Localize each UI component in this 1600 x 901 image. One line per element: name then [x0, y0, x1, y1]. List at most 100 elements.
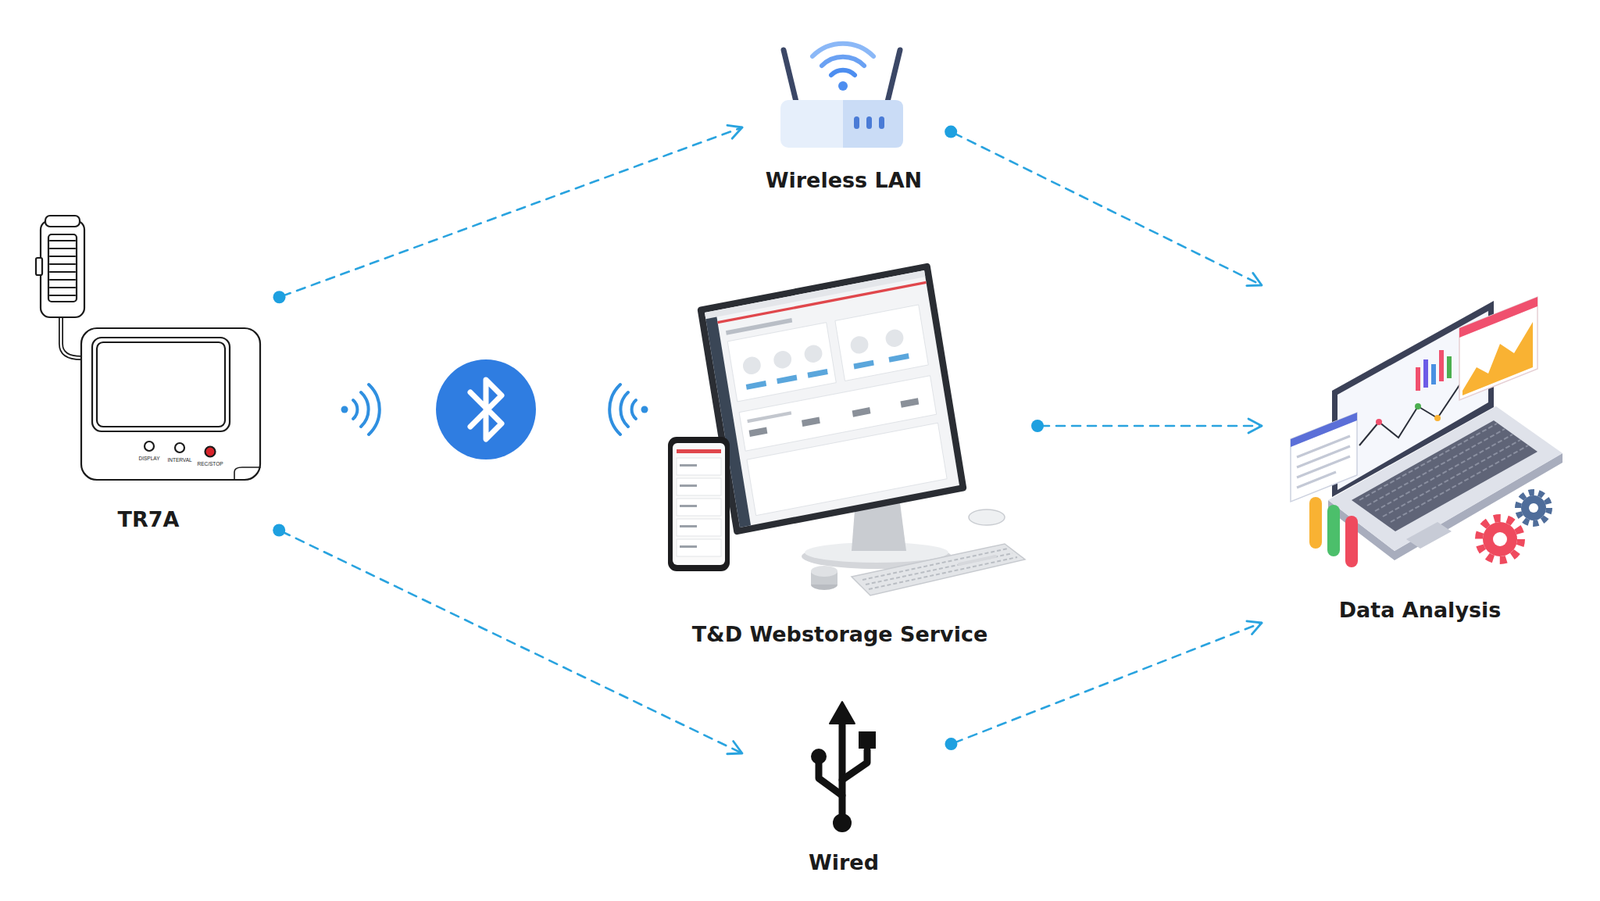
data-logger-drawing-part: [50, 278, 75, 281]
analysis-illustration-part: [1478, 517, 1522, 561]
data-logger-drawing-part: [50, 286, 75, 289]
computer-illustration-part-part: [704, 270, 960, 528]
bluetooth-link-part: [609, 384, 621, 435]
start-dot: [944, 125, 958, 139]
data-logger-drawing-part: [40, 220, 85, 318]
computer-illustration-part: [672, 442, 725, 565]
router-icon-part: [866, 116, 872, 129]
analysis-illustration-part: [1414, 403, 1422, 410]
analysis-illustration-part: [1439, 350, 1444, 382]
computer-illustration-part: [679, 525, 697, 528]
computer-illustration-part: [676, 498, 722, 516]
data-logger-drawing-part: [175, 442, 185, 453]
computer-illustration-part: [679, 484, 697, 487]
analysis-illustration-part: [1492, 532, 1508, 547]
dashed-connector: [944, 621, 1262, 750]
button-label: REC/STOP: [196, 461, 223, 468]
data-logger-drawing-part: [50, 294, 75, 297]
computer-illustration-part: [676, 449, 722, 454]
start-dot: [273, 290, 286, 304]
data-logger-drawing-part: [50, 239, 75, 242]
data-logger-drawing-part: [81, 328, 261, 480]
computer-illustration-part-part: [807, 368, 828, 379]
button-label: DISPLAY: [139, 456, 161, 462]
router-icon-part: [783, 50, 797, 102]
usb-symbol-part: [818, 762, 843, 796]
dashed-line: [1040, 425, 1262, 428]
analysis-illustration: [1290, 296, 1563, 568]
computer-illustration-part: [676, 457, 722, 475]
data-logger-drawing-part: [35, 257, 43, 275]
data-logger-drawing-part: [92, 337, 230, 432]
bluetooth-link-part: [632, 400, 636, 419]
computer-illustration-part-part: [746, 410, 792, 423]
router-node: Wireless LAN: [742, 35, 946, 200]
data-logger-drawing-part: [234, 467, 261, 480]
computer-illustration-part: [968, 509, 1005, 525]
computer-illustration-part: [679, 464, 697, 467]
usb-symbol-part: [832, 813, 852, 833]
computer-illustration: [667, 262, 1025, 596]
dashed-connector: [273, 125, 743, 304]
service-node: T&D Webstorage Service: [648, 250, 1032, 657]
computer-illustration-part: [679, 545, 697, 548]
router-icon-part: [842, 100, 904, 148]
analysis-illustration-part: [1415, 367, 1421, 391]
analysis-illustration-part: [1528, 503, 1539, 513]
usb-symbol-part: [858, 731, 876, 749]
data-logger-drawing-part: [60, 315, 82, 358]
computer-illustration-part-part: [849, 334, 870, 355]
node-label: Wireless LAN: [742, 167, 946, 193]
computer-illustration-part: [676, 518, 722, 536]
computer-illustration-part-part: [852, 407, 872, 418]
analysis-illustration-part: [1521, 495, 1547, 521]
computer-illustration-part-part: [835, 304, 929, 382]
computer-illustration-part-part: [900, 397, 919, 408]
computer-illustration-part: [667, 436, 730, 572]
usb-symbol: [810, 701, 876, 833]
dashed-connector: [944, 125, 1262, 286]
router-icon-part: [821, 57, 865, 66]
computer-illustration-part: [676, 478, 722, 496]
analysis-illustration-part: [1446, 356, 1452, 379]
data-logger-drawing-part: [50, 271, 75, 273]
usb-symbol-part: [842, 750, 868, 780]
dashed-connector: [1031, 418, 1262, 433]
computer-illustration-part-part: [801, 417, 821, 428]
analysis-illustration-part: [1459, 296, 1538, 338]
dashed-connector: [272, 523, 743, 754]
router-icon-part: [812, 43, 874, 57]
bluetooth-link-part: [620, 392, 629, 427]
bluetooth-link-part: [435, 359, 536, 460]
analysis-illustration-part: [1517, 492, 1550, 524]
computer-illustration-part-part: [746, 422, 947, 515]
node-label: TR7A: [23, 507, 274, 533]
bluetooth-link-part: [360, 392, 369, 427]
data-logger-drawing-part: [144, 441, 154, 451]
data-logger-drawing: [35, 215, 261, 480]
analysis-illustration-part: [1309, 496, 1322, 549]
arrow-head: [727, 741, 743, 754]
computer-illustration-part: [851, 543, 1025, 596]
bluetooth-link-part: [470, 379, 502, 440]
data-logger-drawing-part: [205, 446, 216, 458]
analysis-illustration-part: [1375, 418, 1383, 425]
analysis-illustration-part: [1359, 382, 1461, 446]
computer-illustration-part: [679, 504, 697, 508]
start-dot: [944, 737, 958, 750]
dashed-line: [282, 531, 743, 754]
data-logger-drawing-part: [96, 342, 225, 427]
analysis-illustration-part: [1459, 296, 1538, 400]
computer-illustration-part: [676, 539, 722, 557]
usb-symbol-part: [839, 721, 847, 815]
node-label: Data Analysis: [1261, 597, 1579, 623]
router-icon-part: [878, 116, 885, 129]
arrow-head: [1246, 272, 1262, 286]
data-logger-drawing-part: [50, 247, 75, 250]
node-label: Wired: [742, 850, 946, 875]
bluetooth-link-part: [341, 406, 349, 414]
computer-illustration-part-part: [727, 322, 836, 402]
data-logger-drawing-part: [45, 215, 80, 227]
computer-illustration-part-part: [853, 360, 874, 370]
